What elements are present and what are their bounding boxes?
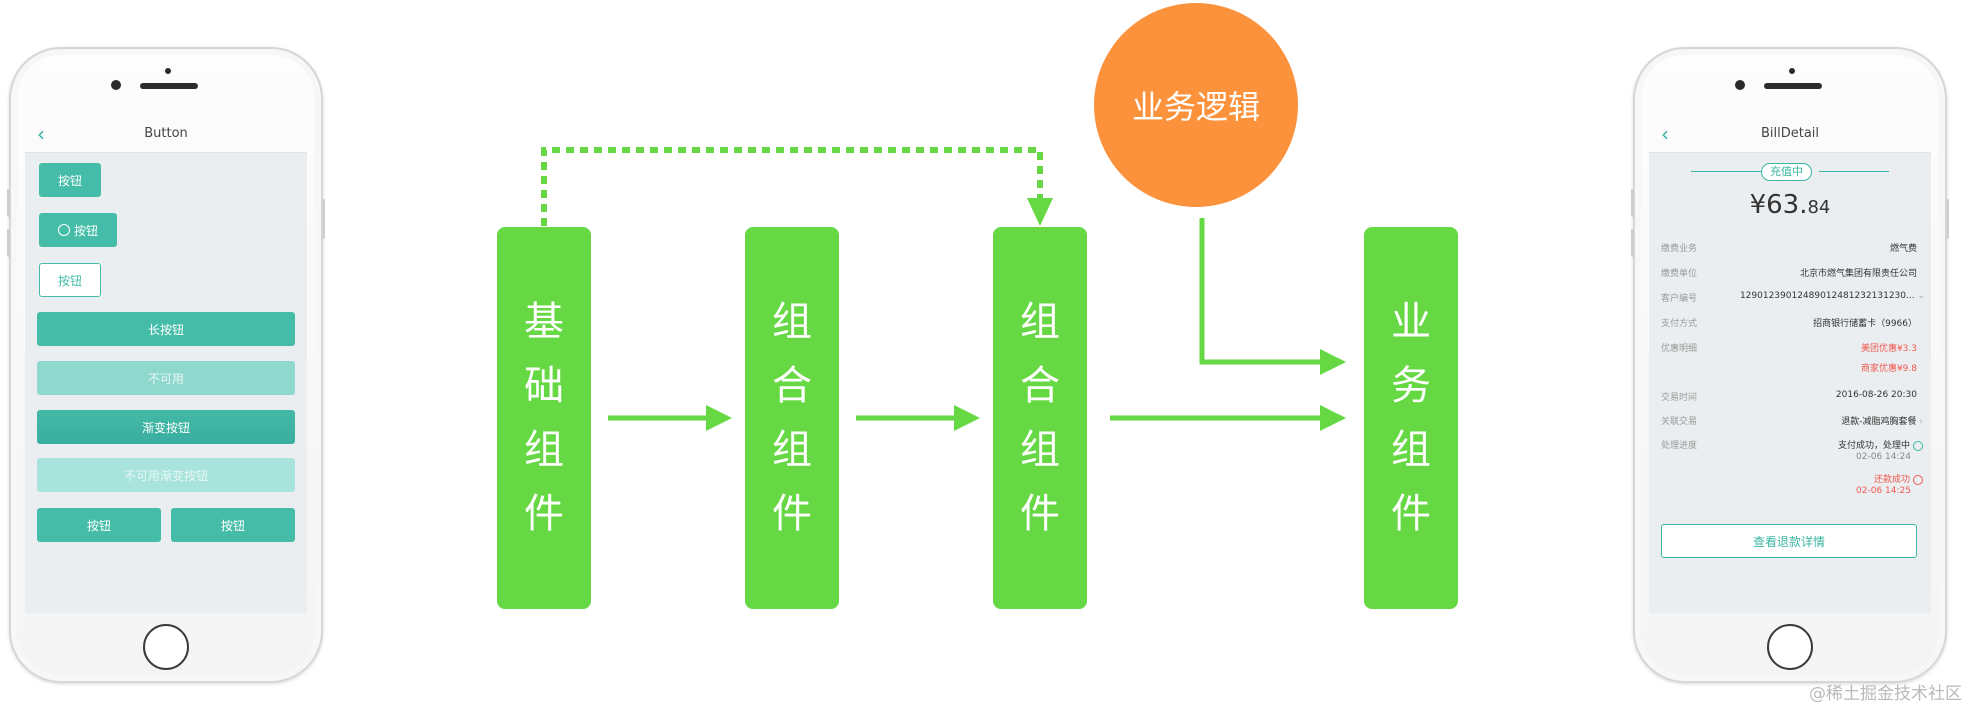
phone-sensor	[165, 68, 171, 74]
row-label: 缴费单位	[1661, 269, 1698, 279]
phone-home-button[interactable]	[143, 624, 189, 670]
phone-volume-button	[1631, 189, 1634, 217]
row-value: 美团优惠¥3.3	[1860, 344, 1917, 354]
button-label: 渐变按钮	[141, 420, 190, 435]
amount: ¥63.84	[1649, 190, 1931, 220]
chevron-down-icon[interactable]: ⌄	[1917, 291, 1925, 301]
button-label: 按钮	[220, 518, 245, 533]
phone-speaker	[140, 83, 198, 89]
row-value: 02-06 14:25	[1856, 486, 1911, 496]
circle-label: 业务逻辑	[1131, 88, 1260, 126]
left-phone-screen: ‹ Button 按钮 按钮 按钮 长按钮 不可用 渐变按钮 不可用渐变按钮 按…	[25, 116, 307, 613]
block-business-component: 业务组件	[1364, 227, 1458, 609]
gradient-disabled-button: 不可用渐变按钮	[37, 458, 295, 492]
phone-sensor	[1789, 68, 1795, 74]
pair-left-button[interactable]: 按钮	[37, 508, 161, 542]
row-value: 商家优惠¥9.8	[1860, 364, 1917, 374]
phone-volume-button	[1631, 229, 1634, 257]
block-label: 基础组件	[524, 299, 564, 537]
view-refund-details-button[interactable]: 查看退款详情	[1661, 524, 1917, 558]
chevron-left-icon[interactable]: ‹	[1661, 122, 1669, 146]
row-label: 缴费业务	[1661, 244, 1698, 254]
button-label: 不可用渐变按钮	[123, 468, 208, 483]
arrow-logic-to-business	[1199, 218, 1346, 375]
navbar: ‹ Button	[25, 116, 307, 153]
status-badge: 充值中	[1761, 163, 1812, 181]
phone-home-button[interactable]	[1767, 624, 1813, 670]
block-composite-component: 组合组件	[745, 227, 839, 609]
chevron-right-icon[interactable]: ›	[1919, 417, 1923, 427]
status-line-right	[1819, 171, 1889, 172]
block-composite-component: 组合组件	[993, 227, 1087, 609]
row-value: 招商银行储蓄卡（9966）	[1813, 319, 1917, 329]
page-title: Button	[144, 126, 188, 141]
pair-right-button[interactable]: 按钮	[171, 508, 295, 542]
button-label: 按钮	[86, 518, 111, 533]
phone-speaker	[1764, 83, 1822, 89]
status-line-left	[1691, 171, 1761, 172]
row-value: 02-06 14:24	[1856, 452, 1911, 462]
row-label: 优惠明细	[1661, 344, 1698, 354]
button-label: 长按钮	[147, 322, 184, 337]
ghost-button[interactable]: 按钮	[39, 263, 101, 297]
related-trade: 退款-减脂鸡胸套餐	[1841, 417, 1917, 427]
gradient-button[interactable]: 渐变按钮	[37, 410, 295, 444]
business-logic-circle: 业务逻辑	[1094, 3, 1298, 207]
button-label: 按钮	[57, 173, 82, 188]
row-value: 燃气费	[1889, 244, 1917, 254]
block-label: 组合组件	[772, 299, 812, 537]
chevron-left-icon[interactable]: ‹	[37, 122, 45, 146]
loading-spinner-icon	[57, 224, 70, 236]
amount-major: ¥63.	[1749, 190, 1808, 220]
block-base-component: 基础组件	[497, 227, 591, 609]
row-label: 客户编号	[1661, 294, 1698, 304]
small-button[interactable]: 按钮	[39, 163, 101, 197]
phone-power-button	[1946, 199, 1949, 239]
long-button[interactable]: 长按钮	[37, 312, 295, 346]
button-label: 不可用	[147, 371, 184, 386]
right-phone-frame: ‹ BillDetail 充值中 ¥63.84 缴费业务 燃气费 缴费单位 北京…	[1631, 47, 1949, 683]
page-title: BillDetail	[1760, 126, 1820, 141]
phone-volume-button	[7, 189, 10, 217]
phone-volume-button	[7, 229, 10, 257]
button-label: 按钮	[57, 273, 82, 288]
row-value: 北京市燃气集团有限责任公司	[1799, 269, 1917, 279]
row-value: 2016-08-26 20:30	[1835, 390, 1917, 400]
row-value: 支付成功，处理中	[1838, 438, 1923, 451]
block-label: 业务组件	[1391, 299, 1431, 537]
customer-number: 12901239012489012481232131230...	[1739, 291, 1915, 301]
button-label: 按钮	[73, 223, 98, 238]
row-label: 处理进度	[1661, 441, 1698, 451]
progress-step: 还款成功	[1873, 475, 1910, 485]
dashed-arrow-head	[1027, 198, 1053, 226]
button-label: 查看退款详情	[1752, 534, 1825, 549]
check-circle-icon	[1913, 440, 1923, 451]
left-phone-frame: ‹ Button 按钮 按钮 按钮 长按钮 不可用 渐变按钮 不可用渐变按钮 按…	[7, 47, 325, 683]
block-label: 组合组件	[1020, 299, 1060, 537]
row-label: 交易时间	[1661, 393, 1698, 403]
row-value: 12901239012489012481232131230... ⌄	[1740, 291, 1925, 301]
row-label: 关联交易	[1661, 417, 1698, 427]
disabled-button: 不可用	[37, 361, 295, 395]
watermark: @稀土掘金技术社区	[1809, 684, 1962, 704]
row-label: 支付方式	[1661, 319, 1698, 329]
phone-camera	[111, 80, 121, 90]
row-value: 还款成功	[1874, 472, 1923, 485]
phone-power-button	[322, 199, 325, 239]
progress-step: 支付成功，处理中	[1837, 441, 1910, 451]
loading-button[interactable]: 按钮	[39, 213, 117, 247]
phone-camera	[1735, 80, 1745, 90]
row-value: 退款-减脂鸡胸套餐 ›	[1841, 414, 1923, 427]
check-circle-icon	[1913, 474, 1923, 485]
navbar: ‹ BillDetail	[1649, 116, 1931, 153]
dashed-dependency-arrow	[541, 147, 1043, 226]
right-phone-screen: ‹ BillDetail 充值中 ¥63.84 缴费业务 燃气费 缴费单位 北京…	[1649, 116, 1931, 613]
amount-minor: 84	[1807, 197, 1831, 218]
